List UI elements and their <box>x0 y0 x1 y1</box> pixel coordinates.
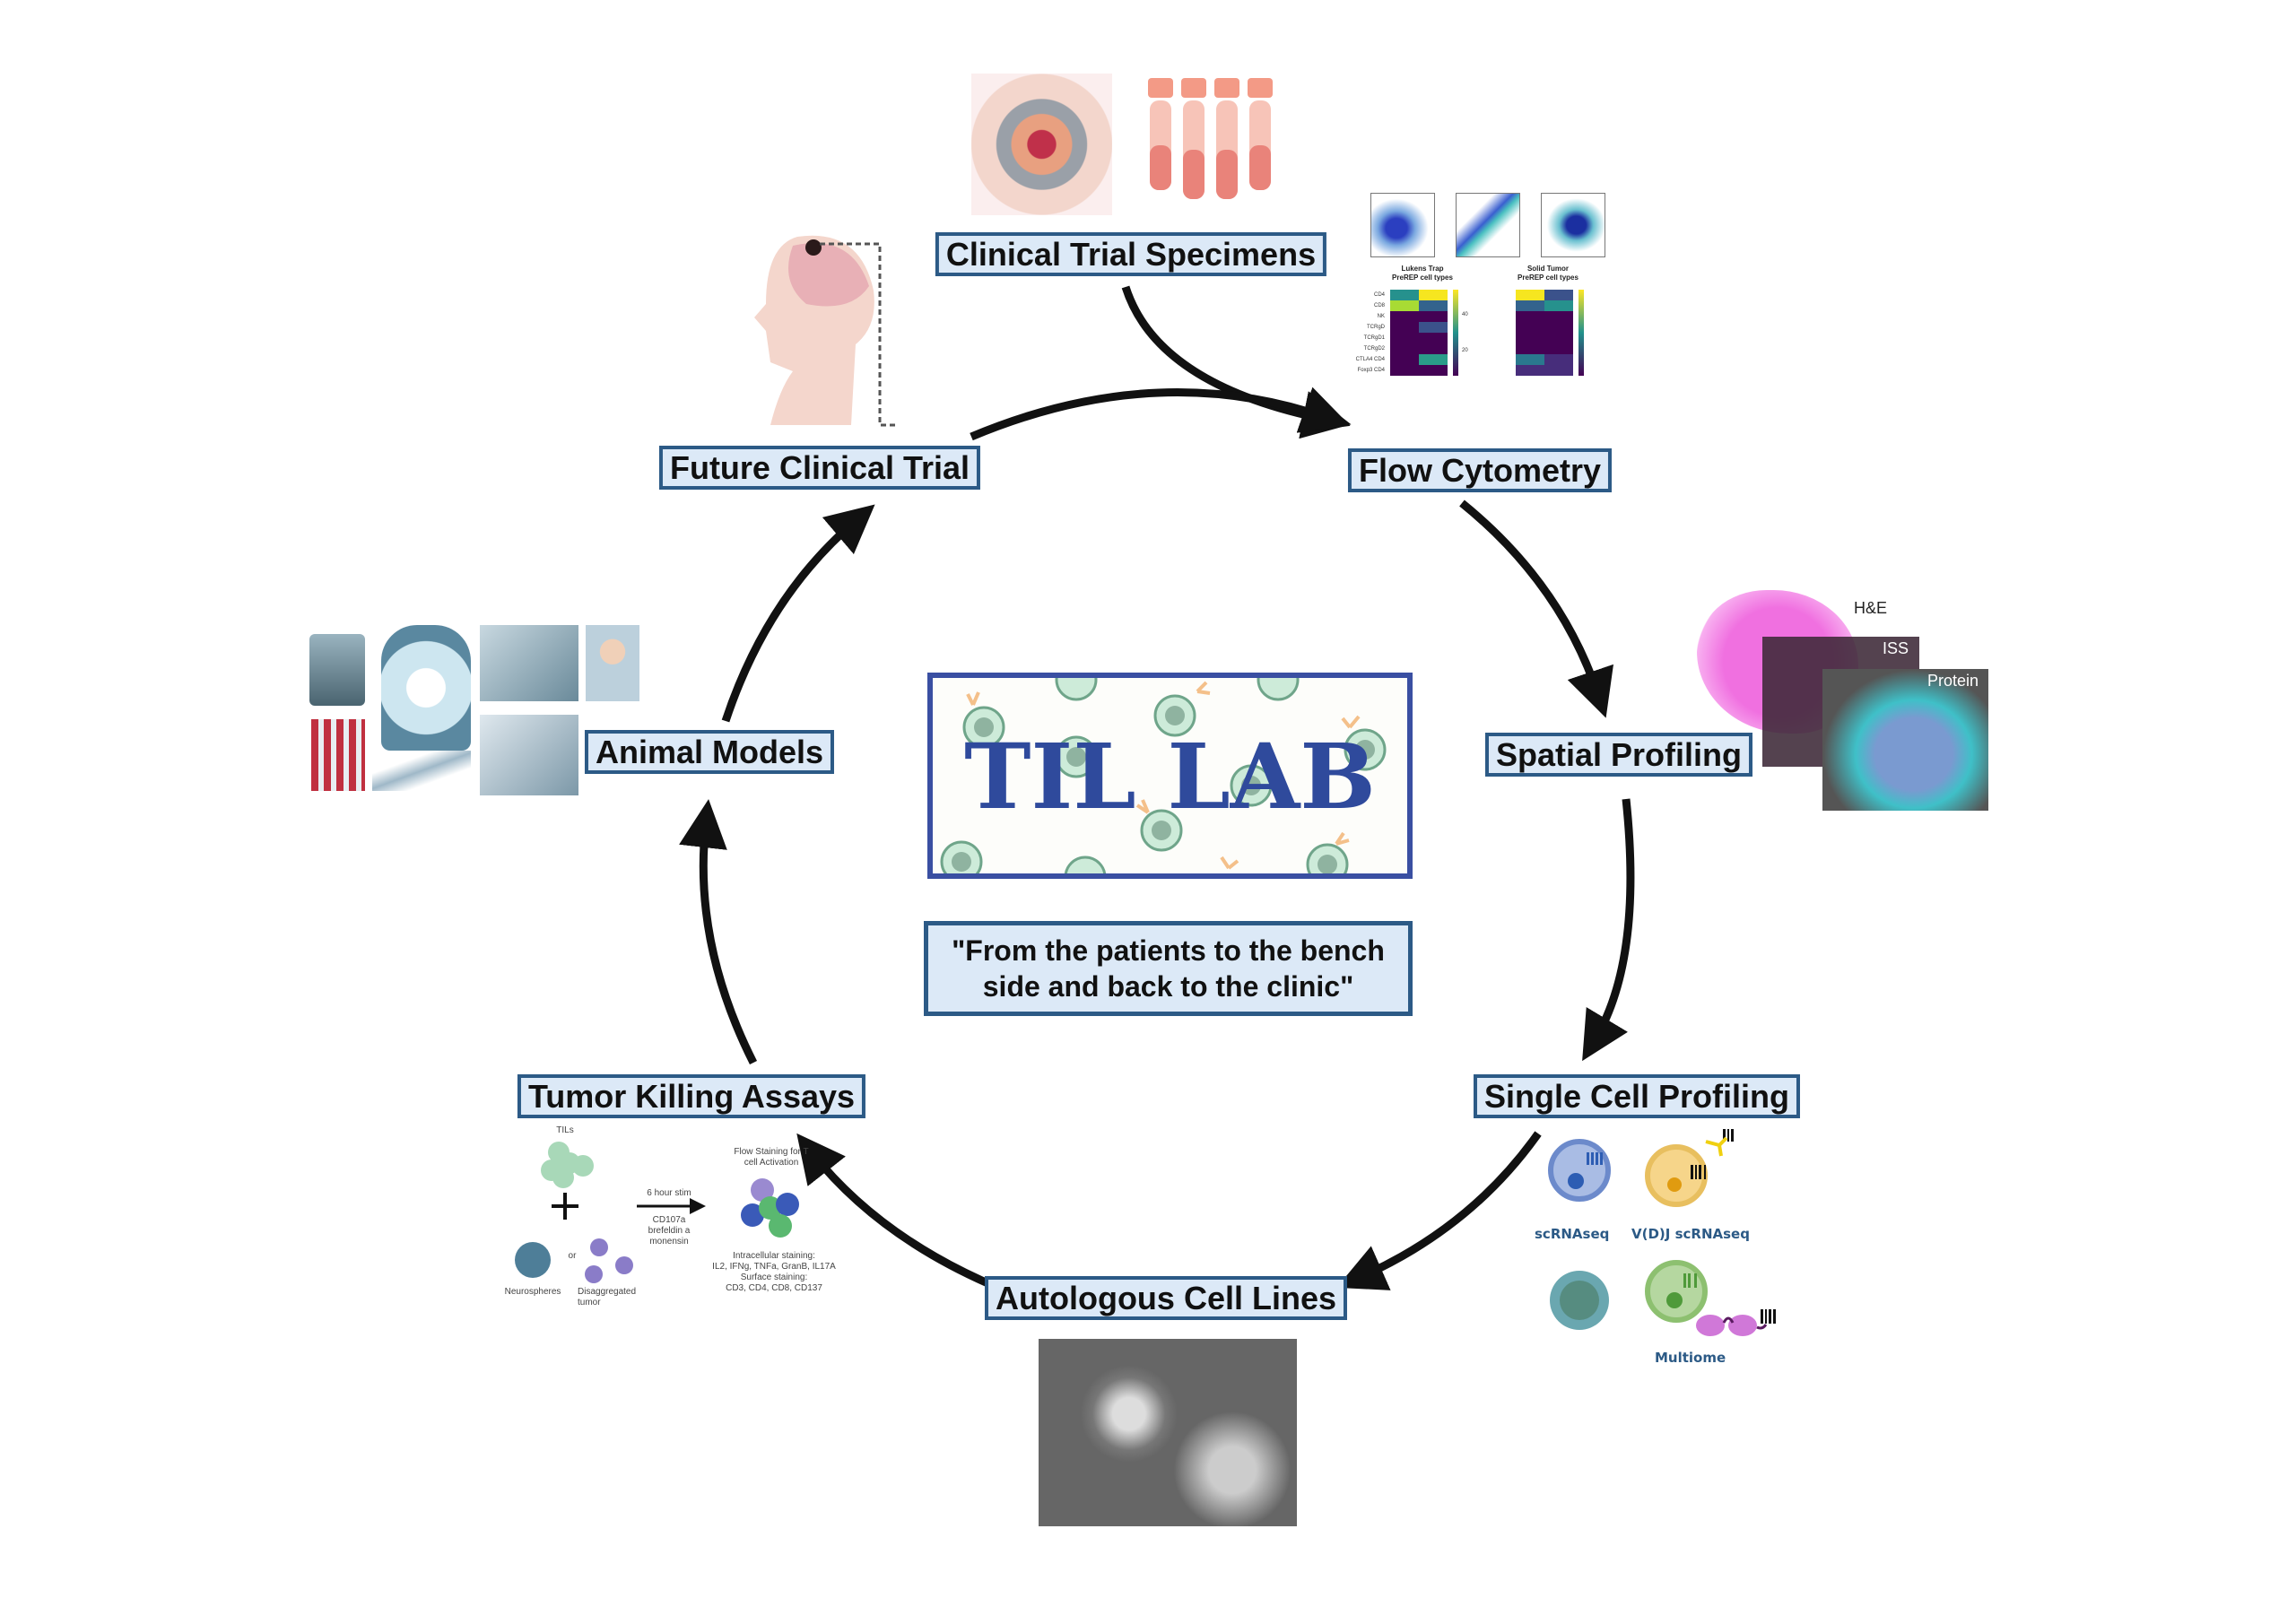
scatter-plot-3 <box>1541 193 1605 257</box>
colorbar-tick: 40 <box>1462 312 1468 317</box>
row-label: TCRgD2 <box>1363 346 1385 352</box>
step-animal-models: Animal Models <box>584 730 835 774</box>
logo-title: TIL LAB <box>964 724 1376 830</box>
step-clinical-trial-specimens: Clinical Trial Specimens <box>935 232 1327 276</box>
arrow-flow-to-spatial <box>1459 499 1613 718</box>
step-flow-cytometry: Flow Cytometry <box>1347 448 1613 492</box>
arrow-autologous-to-tumor <box>796 1133 1000 1292</box>
disaggregated-tumor-label: Disaggregated tumor <box>578 1287 637 1307</box>
or-label: or <box>568 1251 577 1261</box>
til-lab-logo: TIL LAB <box>927 673 1413 879</box>
mouse-chamber-image <box>381 625 471 751</box>
cell-line-micrograph <box>1039 1339 1297 1526</box>
row-label: CD4 <box>1373 292 1385 298</box>
tumor-killing-figure: TILs or Neurospheres Disaggregated tumor… <box>502 1125 843 1318</box>
step-autologous-cell-lines: Autologous Cell Lines <box>984 1276 1348 1320</box>
stim-label: 6 hour stim <box>647 1188 691 1198</box>
cell-background-pattern <box>940 678 1387 873</box>
colorbar-tick: 20 <box>1462 348 1468 353</box>
quote-line-2: side and back to the clinic" <box>982 970 1354 1003</box>
vdj-scrnaseq-label: V(D)J scRNAseq <box>1631 1226 1750 1242</box>
scatter-plot-2 <box>1456 193 1520 257</box>
flow-staining-title: Flow Staining for T cell Activation <box>734 1147 809 1168</box>
scatter-plot-1 <box>1370 193 1435 257</box>
step-future-clinical-trial: Future Clinical Trial <box>658 446 981 490</box>
arrow-tumor-to-animal <box>679 799 758 1065</box>
row-label: CTLA4 CD4 <box>1355 357 1385 362</box>
intracellular-list: IL2, IFNg, TNFa, GranB, IL17A <box>712 1262 836 1272</box>
lab-scientists-image <box>480 625 578 701</box>
quote-line-1: "From the patients to the bench <box>952 934 1385 967</box>
syringe-image <box>372 751 471 791</box>
arrow-spatial-to-single <box>1582 798 1635 1062</box>
doctor-image <box>586 625 639 701</box>
scrnaseq-label: scRNAseq <box>1535 1226 1610 1242</box>
row-label: TCRgD <box>1366 325 1385 330</box>
heatmaps <box>1390 290 1584 376</box>
neurospheres-label: Neurospheres <box>504 1287 561 1297</box>
surface-list: CD3, CD4, CD8, CD137 <box>726 1283 822 1293</box>
protein-image <box>1822 669 1988 811</box>
patient-head-image <box>754 235 898 427</box>
specimen-tubes-image <box>1148 78 1273 199</box>
he-label: H&E <box>1854 599 1888 617</box>
surface-label: Surface staining: <box>740 1273 808 1282</box>
multiome-label: Multiome <box>1655 1350 1726 1366</box>
patient-wheelchair-image <box>480 715 578 795</box>
row-label: CD8 <box>1373 303 1385 308</box>
single-cell-icons <box>1548 1129 1776 1336</box>
step-tumor-killing-assays: Tumor Killing Assays <box>517 1074 866 1118</box>
step-single-cell-profiling: Single Cell Profiling <box>1473 1074 1801 1118</box>
test-tubes-image <box>311 719 365 791</box>
reagents-label: CD107a brefeldin a monensin <box>648 1215 691 1247</box>
row-label: NK <box>1377 314 1385 319</box>
arrow-single-to-autologous <box>1336 1131 1542 1290</box>
staining-text: Intracellular staining: IL2, IFNg, TNFa,… <box>707 1251 841 1294</box>
assay-schematic <box>515 1142 799 1283</box>
arrow-future-to-flow <box>970 387 1351 441</box>
animal-models-collage <box>309 625 641 797</box>
microscope-image <box>309 634 365 706</box>
tumor-cell-image <box>971 74 1112 215</box>
single-cell-figure: scRNAseq V(D)J scRNAseq Multiome <box>1531 1125 1791 1385</box>
arrow-animal-to-future <box>721 504 875 723</box>
iss-label: ISS <box>1883 639 1909 657</box>
row-label: TCRgD1 <box>1363 335 1385 341</box>
heatmap-1-title-line2: PreREP cell types <box>1392 274 1453 282</box>
motto-quote: "From the patients to the bench side and… <box>924 921 1413 1016</box>
intracellular-label: Intracellular staining: <box>733 1251 815 1261</box>
spatial-profiling-figure: H&E ISS Protein <box>1692 581 1997 812</box>
arrow-specimens-to-flow <box>1121 285 1352 439</box>
heatmap-2-title-line2: PreREP cell types <box>1518 274 1578 282</box>
step-spatial-profiling: Spatial Profiling <box>1484 733 1753 777</box>
heatmap-1-title-line1: Lukens Trap <box>1401 265 1444 273</box>
protein-label: Protein <box>1927 672 1979 690</box>
row-label: Foxp3 CD4 <box>1357 368 1385 373</box>
tils-label: TILs <box>556 1125 574 1135</box>
heatmap-2-title-line1: Solid Tumor <box>1526 265 1570 273</box>
